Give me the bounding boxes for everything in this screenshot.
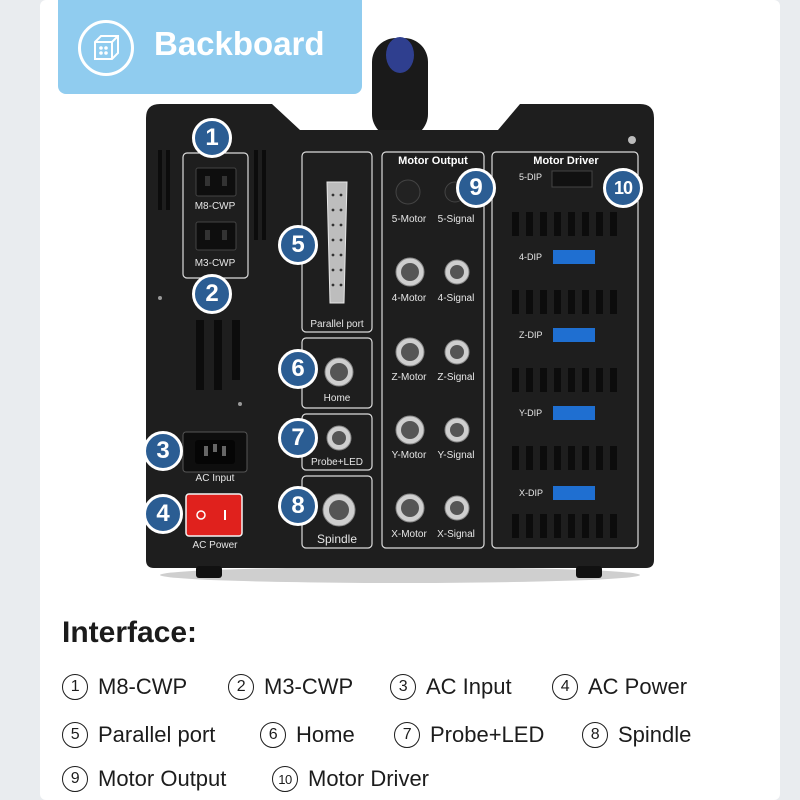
legend-label: Motor Output [98, 766, 227, 791]
legend-number: 8 [582, 722, 608, 748]
section-banner: Backboard [58, 0, 362, 94]
parallel-port-label: Parallel port [310, 319, 364, 330]
m5-motor-label: 5-Motor [391, 214, 427, 225]
badge-3: 3 [143, 431, 183, 471]
legend-number: 2 [228, 674, 254, 700]
banner-title: Backboard [154, 25, 325, 62]
badge-10: 10 [603, 168, 643, 208]
y-motor-label: Y-Motor [391, 450, 427, 461]
legend-number: 3 [390, 674, 416, 700]
dip5-label: 5-DIP [519, 172, 543, 182]
badge-7: 7 [278, 418, 318, 458]
legend-label: M3-CWP [264, 674, 354, 699]
legend-label: Home [296, 722, 355, 747]
legend-number: 7 [394, 722, 420, 748]
home-label: Home [323, 393, 351, 404]
legend-number: 1 [62, 674, 88, 700]
motor-output-title: Motor Output [398, 155, 468, 167]
legend-number: 10 [272, 766, 298, 792]
legend-number: 9 [62, 766, 88, 792]
badge-8: 8 [278, 486, 318, 526]
legend-item: 8 Spindle [582, 722, 691, 748]
m4-motor-label: 4-Motor [391, 293, 427, 304]
dip4-label: 4-DIP [519, 252, 543, 262]
spindle-label: Spindle [316, 532, 358, 546]
badge-2: 2 [192, 274, 232, 314]
badge-5: 5 [278, 225, 318, 265]
m5-signal-label: 5-Signal [437, 214, 475, 225]
legend-label: Parallel port [98, 722, 216, 747]
legend-label: M8-CWP [98, 674, 188, 699]
m3cwp-label: M3-CWP [194, 258, 236, 269]
ac-power-label: AC Power [192, 540, 238, 551]
legend-item: 3 AC Input [390, 674, 512, 700]
legend-label: AC Input [426, 674, 512, 699]
legend-item: 7 Probe+LED [394, 722, 544, 748]
legend-number: 5 [62, 722, 88, 748]
legend-item: 2 M3-CWP [228, 674, 353, 700]
motor-driver-title: Motor Driver [533, 155, 599, 167]
badge-4: 4 [143, 494, 183, 534]
x-motor-label: X-Motor [391, 529, 427, 540]
legend-number: 4 [552, 674, 578, 700]
badge-6: 6 [278, 349, 318, 389]
dipx-label: X-DIP [519, 488, 544, 498]
legend-item: 5 Parallel port [62, 722, 215, 748]
x-signal-label: X-Signal [437, 529, 475, 540]
y-signal-label: Y-Signal [437, 450, 475, 461]
control-box-backboard: M8-CWP M3-CWP AC Input AC Power Parallel… [0, 30, 800, 590]
m4-signal-label: 4-Signal [437, 293, 475, 304]
probe-led-label: Probe+LED [311, 457, 363, 468]
legend-item: 1 M8-CWP [62, 674, 187, 700]
legend-item: 6 Home [260, 722, 355, 748]
z-motor-label: Z-Motor [391, 372, 427, 383]
legend-label: Spindle [618, 722, 692, 747]
legend-label: Probe+LED [430, 722, 545, 747]
dipz-label: Z-DIP [519, 330, 543, 340]
legend-label: Motor Driver [308, 766, 430, 791]
m8cwp-label: M8-CWP [194, 201, 236, 212]
legend-number: 6 [260, 722, 286, 748]
badge-9: 9 [456, 168, 496, 208]
z-signal-label: Z-Signal [437, 372, 475, 383]
badge-1: 1 [192, 118, 232, 158]
dipy-label: Y-DIP [519, 408, 543, 418]
interface-title: Interface: [62, 616, 198, 649]
legend-item: 10 Motor Driver [272, 766, 429, 792]
legend-item: 4 AC Power [552, 674, 687, 700]
ac-input-label: AC Input [195, 473, 235, 484]
legend-label: AC Power [588, 674, 688, 699]
box-icon [78, 20, 134, 76]
legend-item: 9 Motor Output [62, 766, 226, 792]
